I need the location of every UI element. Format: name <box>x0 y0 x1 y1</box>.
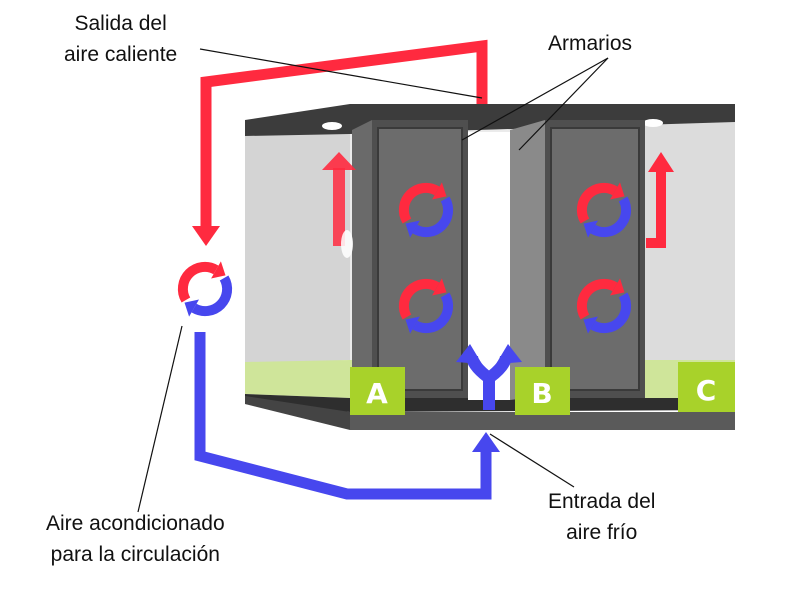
circulation-icon <box>177 261 233 317</box>
left-wall <box>245 120 350 365</box>
hot-air-arrow-icon <box>322 152 356 258</box>
leader-line-hot-outlet <box>199 48 483 99</box>
cabinet-right-door <box>550 127 640 391</box>
hot-air-arrow-icon <box>646 152 674 248</box>
zone-label-a: A <box>366 377 388 410</box>
cabinet-right <box>510 120 645 400</box>
ceiling-light <box>643 119 663 127</box>
cabinet-left-door <box>377 127 463 391</box>
zone-tile-b <box>515 367 570 415</box>
leader-line-cabinet-left <box>461 57 609 141</box>
label-hot-air-outlet: Salida del aire caliente <box>64 8 177 70</box>
leader-line-cold-inlet <box>489 433 575 488</box>
leader-line-cabinet-right <box>518 57 609 151</box>
ceiling-light <box>322 122 342 130</box>
circulation-icon <box>576 182 632 238</box>
floor-zone-b: B <box>515 367 570 415</box>
zone-tile-a <box>350 367 405 415</box>
cabinet-left <box>352 120 468 400</box>
label-cold-air-inlet-line2: aire frío <box>566 521 638 544</box>
label-crac-unit: Aire acondicionado para la circulación <box>46 508 225 570</box>
zone-tile-c <box>678 362 735 412</box>
cabinet-right-side <box>510 120 545 400</box>
label-hot-air-outlet-line2: aire caliente <box>64 43 178 66</box>
label-cold-air-inlet: Entrada del aire frío <box>548 486 655 548</box>
hot-air-return-duct <box>192 39 488 246</box>
raised-floor-front <box>350 412 735 430</box>
cabinet-left-side <box>352 120 372 400</box>
leader-lines <box>137 48 609 513</box>
label-hot-air-outlet-line1: Salida del <box>74 12 167 35</box>
leader-line-crac <box>137 325 183 513</box>
label-crac-unit-line1: Aire acondicionado <box>46 512 225 535</box>
label-cold-air-inlet-line1: Entrada del <box>548 490 656 513</box>
floor-zone-a: A <box>350 367 405 415</box>
zone-label-b: B <box>531 377 552 410</box>
label-cabinets: Armarios <box>548 32 633 55</box>
label-crac-unit-line2: para la circulación <box>50 543 220 566</box>
circulation-icon <box>398 278 454 334</box>
circulation-icon <box>576 278 632 334</box>
circulation-icon <box>398 182 454 238</box>
floor-zone-c: C <box>678 362 735 412</box>
cold-air-supply-duct <box>194 332 500 500</box>
zone-label-c: C <box>696 374 717 407</box>
fork-arrow-icon <box>456 344 522 410</box>
